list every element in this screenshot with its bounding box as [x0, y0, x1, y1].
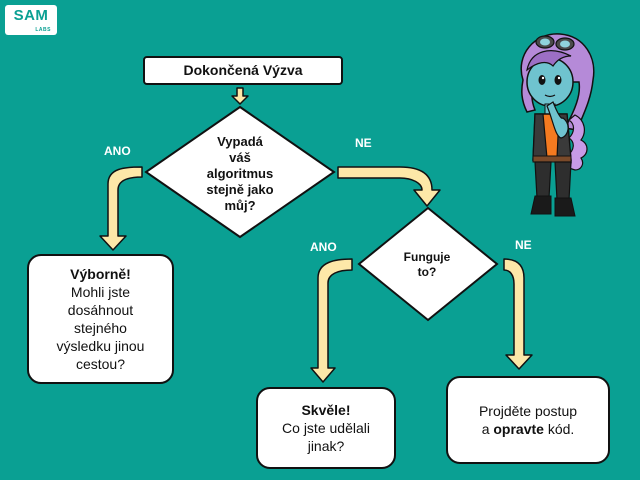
- result-box-great: Skvěle! Co jste udělali jinak?: [256, 387, 396, 469]
- decision-2-line: Funguje: [403, 250, 451, 264]
- decision-2-line: to?: [417, 265, 437, 279]
- decision-1-line: váš: [229, 150, 251, 165]
- result-3-bold: opravte: [493, 421, 544, 437]
- result-1-line: stejného: [74, 320, 127, 336]
- q1-yes-label: ANO: [104, 144, 131, 158]
- result-2-line: Co jste udělali: [282, 420, 370, 436]
- logo-subtext: LABS: [35, 27, 51, 33]
- arrow-q1-yes: [99, 166, 143, 251]
- arrow-start-to-q1: [231, 87, 249, 105]
- arrow-q1-no: [337, 166, 441, 207]
- decision-1-line: můj?: [224, 198, 256, 213]
- sam-labs-logo: SAM LABS: [5, 5, 57, 35]
- result-3-line-2: a opravte kód.: [482, 420, 575, 438]
- logo-text: SAM: [13, 7, 49, 24]
- decision-1-line: stejně jako: [206, 182, 274, 197]
- result-box-fix: Projděte postup a opravte kód.: [446, 376, 610, 464]
- q1-no-label: NE: [355, 136, 372, 150]
- result-3-post: kód.: [543, 421, 575, 437]
- result-3-line-1: Projděte postup: [478, 403, 578, 419]
- decision-1-text: Vypadá váš algoritmus stejně jako můj?: [190, 134, 290, 214]
- result-1-line: výsledku jinou: [56, 338, 145, 354]
- result-box-excellent: Výborně! Mohli jste dosáhnout stejného v…: [27, 254, 174, 384]
- result-2-title: Skvěle!: [301, 402, 351, 418]
- result-1-title: Výborně!: [70, 266, 131, 282]
- decision-diamond-2: [357, 206, 499, 322]
- decision-2-text: Funguje to?: [392, 250, 462, 280]
- decision-diamond-1: [144, 105, 336, 239]
- result-1-line: Mohli jste: [70, 284, 131, 300]
- result-1-line: dosáhnout: [67, 302, 134, 318]
- start-box: Dokončená Výzva: [143, 56, 343, 85]
- result-3-pre: a: [481, 421, 494, 437]
- arrow-q2-yes: [310, 258, 353, 383]
- arrow-q2-no: [503, 258, 533, 370]
- decision-1-line: algoritmus: [206, 166, 274, 181]
- result-1-line: cestou?: [75, 356, 126, 372]
- q2-yes-label: ANO: [310, 240, 337, 254]
- decision-1-line: Vypadá: [217, 134, 263, 149]
- character-illustration: [520, 33, 595, 217]
- q2-no-label: NE: [515, 238, 532, 252]
- result-2-line: jinak?: [307, 438, 345, 454]
